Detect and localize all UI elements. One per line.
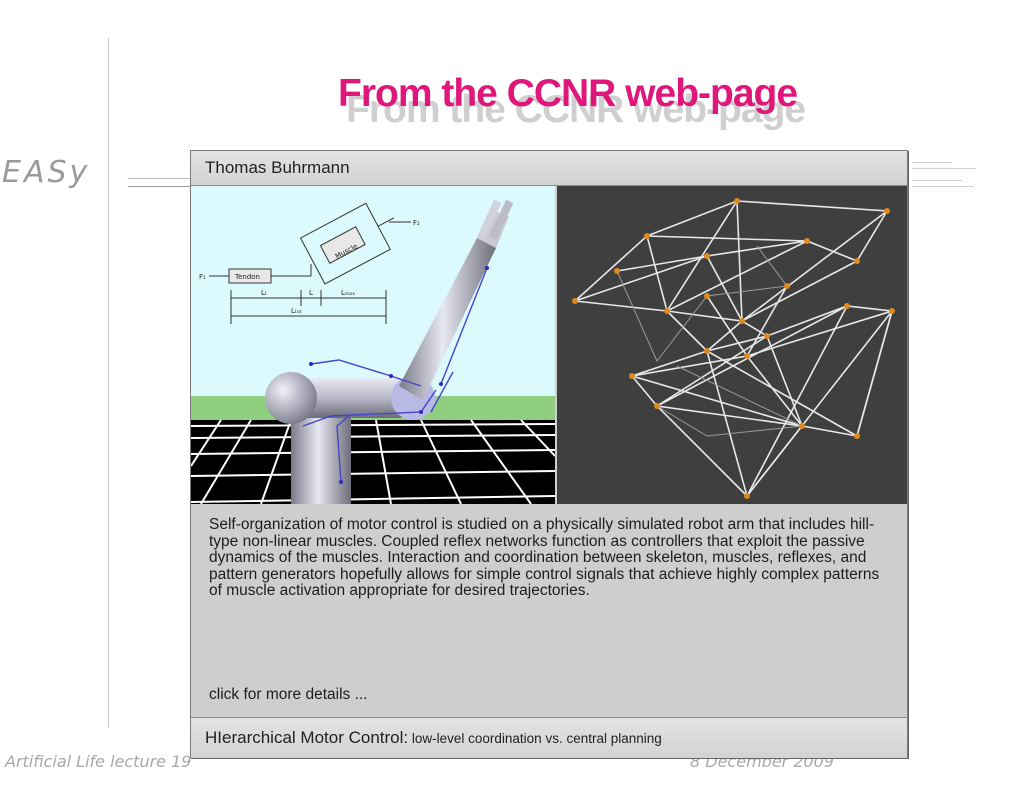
robot-arm-illustration: Tendon Muscle F₁ F₂ Lₜ L Lₘₐₓ Lₜₒₜ bbox=[191, 186, 555, 504]
slide-title: From the CCNR web-page bbox=[338, 72, 798, 115]
diagram-label-ltot: Lₜₒₜ bbox=[291, 307, 302, 315]
diagram-label-l: L bbox=[309, 289, 313, 297]
diagram-label-lmax: Lₘₐₓ bbox=[341, 289, 355, 297]
diagram-label-f2: F₂ bbox=[413, 219, 420, 227]
project-description: Self-organization of motor control is st… bbox=[209, 516, 880, 600]
project-title-main: HIerarchical Motor Control: bbox=[205, 728, 409, 747]
slide-rule-right bbox=[912, 160, 980, 190]
author-name: Thomas Buhrmann bbox=[205, 158, 350, 177]
diagram-label-f1: F₁ bbox=[199, 273, 206, 281]
easy-logo: EASy bbox=[2, 155, 91, 190]
diagram-label-lt: Lₜ bbox=[261, 289, 267, 297]
robot-arm-image[interactable]: Tendon Muscle F₁ F₂ Lₜ L Lₘₐₓ Lₜₒₜ bbox=[191, 186, 555, 504]
slide-vertical-rule bbox=[108, 38, 109, 728]
project-title: HIerarchical Motor Control: low-level co… bbox=[205, 728, 662, 748]
diagram-label-tendon: Tendon bbox=[234, 273, 260, 281]
slide-title-shadow: From the CCNR web-page bbox=[346, 88, 806, 131]
panel-footer: HIerarchical Motor Control: low-level co… bbox=[191, 717, 907, 758]
slide-rule-left-upper bbox=[128, 178, 190, 179]
slide-footer-left: Artificial Life lecture 19 bbox=[5, 752, 192, 771]
web-page-panel: Thomas Buhrmann bbox=[190, 150, 908, 758]
slide-rule-left bbox=[128, 186, 190, 187]
project-subtitle: low-level coordination vs. central plann… bbox=[408, 731, 662, 746]
panel-header: Thomas Buhrmann bbox=[191, 151, 907, 186]
more-details-link[interactable]: click for more details ... bbox=[209, 686, 368, 703]
tensegrity-mesh-image[interactable] bbox=[557, 186, 907, 504]
tensegrity-mesh-illustration bbox=[572, 198, 895, 499]
